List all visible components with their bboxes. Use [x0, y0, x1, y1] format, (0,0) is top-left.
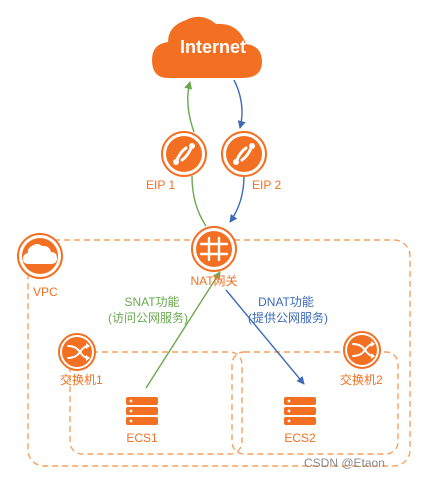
- switch2-shuffle-icon: [343, 331, 381, 369]
- snat-description: (访问公网服务): [108, 311, 188, 325]
- switch2-subnet-boundary: [231, 351, 399, 455]
- eip1-link-icon: [161, 131, 207, 177]
- nat-to-eip1-arrow: [191, 175, 207, 227]
- eip2-link-icon: [221, 131, 267, 177]
- switch1-subnet-boundary: [69, 351, 243, 455]
- ecs1-label: ECS1: [126, 431, 158, 445]
- nat-gateway-icon: [191, 226, 237, 272]
- internet-to-eip2-arrow: [233, 79, 246, 129]
- eip2-to-nat-arrow: [229, 175, 245, 223]
- vpc-cloud-icon: [17, 233, 63, 279]
- eip1-to-internet-arrow: [184, 81, 195, 133]
- switch1-label: 交换机1: [60, 373, 103, 387]
- switch2-label: 交换机2: [340, 373, 383, 387]
- snat-title: SNAT功能: [124, 295, 180, 309]
- internet-cloud-icon: [152, 16, 262, 78]
- internet-label: Internet: [179, 37, 246, 57]
- ecs2-server-icon: [284, 397, 316, 425]
- eip1-label: EIP 1: [146, 178, 176, 192]
- watermark: CSDN @Etaon: [304, 456, 385, 470]
- snat-arrow: [145, 271, 221, 389]
- dnat-arrow: [225, 289, 305, 385]
- nat-gateway-label: NAT网关: [190, 274, 238, 288]
- eip2-label: EIP 2: [252, 178, 282, 192]
- vpc-label: VPC: [33, 285, 58, 299]
- dnat-description: (提供公网服务): [248, 311, 328, 325]
- switch1-shuffle-icon: [58, 333, 96, 371]
- ecs2-label: ECS2: [284, 431, 316, 445]
- dnat-title: DNAT功能: [258, 295, 314, 309]
- ecs1-server-icon: [126, 397, 158, 425]
